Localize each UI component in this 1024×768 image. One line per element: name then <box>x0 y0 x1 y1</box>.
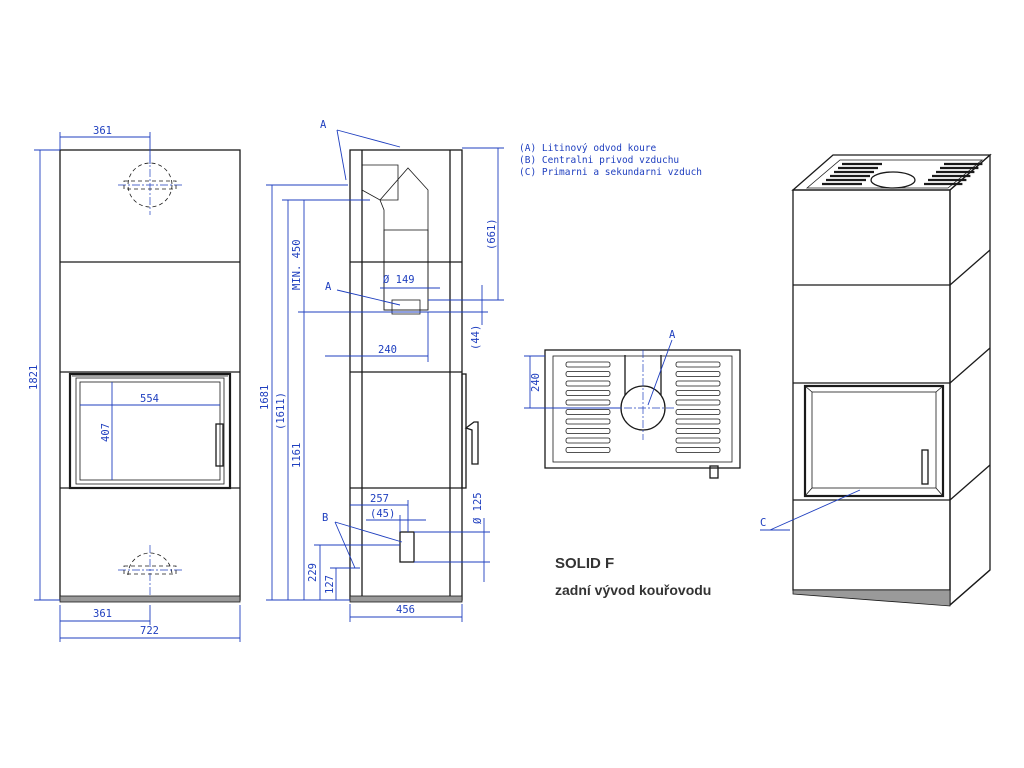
legend-item-b: (B) Centralni privod vzduchu <box>519 155 679 166</box>
legend: (A) Litinový odvod koure (B) Centralni p… <box>519 143 702 178</box>
iso-front <box>792 189 951 591</box>
top-dim-240: 240 <box>530 373 542 392</box>
drawing-title: SOLID F <box>555 555 615 572</box>
iso-label-c: C <box>760 517 766 529</box>
grill-slot <box>565 447 611 453</box>
top-knob <box>709 465 719 479</box>
side-base <box>349 595 463 603</box>
grill-slot <box>565 418 611 425</box>
label-b: B <box>322 512 328 524</box>
door-handle <box>215 423 224 467</box>
grill-slot <box>675 447 721 453</box>
grill-slot <box>675 437 721 444</box>
dim-456: 456 <box>396 604 415 616</box>
dim-door-width: 554 <box>140 393 159 405</box>
dim-total-width: 722 <box>140 625 159 637</box>
drawing-subtitle: zadní vývod kouřovodu <box>555 582 712 598</box>
top-grill-right <box>675 361 721 453</box>
grill-slot <box>565 428 611 434</box>
dim-125: Ø 125 <box>472 492 484 524</box>
dim-44: (44) <box>470 325 482 350</box>
dim-1681: 1681 <box>259 385 271 410</box>
front-door-frame <box>68 372 232 490</box>
label-a-top: A <box>320 119 327 131</box>
dim-149: Ø 149 <box>383 274 415 286</box>
air-inlet <box>399 531 415 563</box>
legend-item-a: (A) Litinový odvod koure <box>519 143 657 154</box>
grill-slot <box>565 399 611 406</box>
iso-base <box>792 589 951 607</box>
dim-257: 257 <box>370 493 389 505</box>
front-base <box>59 595 241 603</box>
side-handle <box>464 421 479 465</box>
front-view: 361 1821 554 407 361 722 <box>28 125 241 642</box>
grill-slot <box>675 399 721 406</box>
top-label-a: A <box>669 329 676 341</box>
grill-slot <box>565 390 611 396</box>
grill-slot <box>675 418 721 425</box>
grill-slot <box>675 361 721 368</box>
dim-661: (661) <box>486 218 498 250</box>
grill-slot <box>565 437 611 444</box>
iso-view: C <box>760 153 992 607</box>
top-body <box>544 349 741 469</box>
grill-slot <box>675 371 721 377</box>
grill-slot <box>675 428 721 434</box>
iso-side <box>949 153 991 607</box>
dim-127: 127 <box>324 575 336 594</box>
top-grill-left <box>565 361 611 453</box>
dim-229: 229 <box>307 563 319 582</box>
dim-top-width: 361 <box>93 125 112 137</box>
grill-slot <box>675 390 721 396</box>
top-view: 240 A <box>524 329 741 479</box>
dim-bottom-width: 361 <box>93 608 112 620</box>
dim-240: 240 <box>378 344 397 356</box>
grill-slot <box>565 409 611 415</box>
label-a-mid: A <box>325 281 332 293</box>
dim-min-450: MIN. 450 <box>291 239 303 290</box>
grill-slot <box>565 361 611 368</box>
grill-slot <box>675 380 721 387</box>
iso-top-grills <box>822 162 983 186</box>
grill-slot <box>565 371 611 377</box>
legend-item-c: (C) Primarni a sekundarni vzduch <box>519 167 702 178</box>
dim-1161: 1161 <box>291 443 303 468</box>
iso-door <box>803 384 945 498</box>
dim-total-height: 1821 <box>28 365 40 390</box>
dim-1611: (1611) <box>275 392 287 430</box>
side-view: A A B 1681 (1611) MIN. 450 1161 229 127 … <box>259 119 504 622</box>
grill-slot <box>565 380 611 387</box>
dim-45: (45) <box>370 508 395 520</box>
dim-door-height: 407 <box>100 423 112 442</box>
grill-slot <box>675 409 721 415</box>
